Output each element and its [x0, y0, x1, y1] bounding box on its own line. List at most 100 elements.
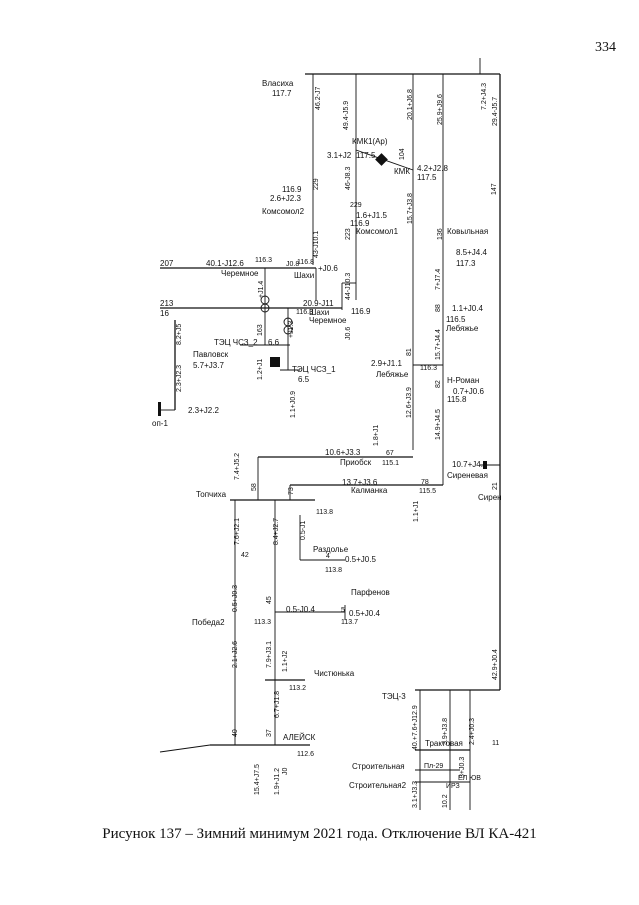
label-flow: 1.2+J1: [257, 359, 264, 380]
label-flow: 2.4+J0.3: [469, 718, 476, 745]
label-n-roman: Н-Роман: [447, 376, 479, 385]
label-number: 40: [232, 729, 239, 737]
label-voltage: 117.5: [356, 151, 376, 160]
label-flow: 0.5+J0.3: [232, 585, 239, 612]
label-voltage: 116.8: [297, 259, 314, 266]
label-voltage: 117.5: [417, 173, 437, 182]
label-flow: 29.4-J5.7: [492, 97, 499, 126]
label-voltage: 116.3: [255, 257, 272, 264]
label-flow: 8.2+J5: [176, 324, 183, 345]
label-flow: 7.4+J5.2: [234, 453, 241, 480]
label-voltage: 112.6: [297, 751, 314, 758]
label-node: ИРЗ: [446, 783, 460, 790]
label-number: 104: [399, 148, 406, 160]
label-flow: 8.5+J4.4: [456, 248, 487, 257]
label-parfenovo: Парфенов: [351, 588, 390, 597]
label-flow: +J1.3: [288, 321, 295, 338]
label-komsomol1: Комсомол1: [356, 227, 399, 236]
label-flow: 15.7+J4.4: [435, 329, 442, 360]
label-number: 163: [257, 324, 264, 336]
label-voltage: 113.8: [325, 567, 342, 574]
label-voltage: 6.5: [298, 375, 310, 384]
label-flow: 2.9+J1.1: [371, 359, 402, 368]
label-number: 136: [437, 228, 444, 240]
label-vlasiha-voltage: 117.7: [272, 89, 292, 98]
label-flow: 7.2+J4.3: [481, 83, 488, 110]
label-voltage: 113.3: [254, 619, 271, 626]
label-flow: 2.3+J2.3: [176, 365, 183, 392]
label-flow: 15.4+J7.5: [254, 764, 261, 795]
label-flow: 7+J7.4: [435, 269, 442, 290]
label-number: Пл-29: [424, 763, 443, 770]
label-priobsk: Приобск: [340, 458, 372, 467]
label-number: 11: [492, 740, 499, 747]
label-flow: 25.9+J9.6: [437, 94, 444, 125]
label-flow: 7.9+J3.1: [266, 641, 273, 668]
label-number: 42: [241, 552, 249, 559]
label-number: 82: [435, 380, 442, 388]
label-flow: 0.5+J0.4: [349, 609, 380, 618]
figure-caption: Рисунок 137 – Зимний минимум 2021 года. …: [102, 826, 537, 842]
label-number: J0: [282, 768, 289, 776]
label-flow: 14.9+J4.5: [435, 409, 442, 440]
op1-node: [158, 402, 161, 416]
label-flow: 43-J10.1: [313, 231, 320, 258]
transformer-b: [260, 303, 270, 313]
label-sirenevaya2: Сирен: [478, 493, 502, 502]
label-stroitelnaya: Строительная: [352, 762, 405, 771]
label-flow: 12.6+J3.9: [406, 387, 413, 418]
label-flow: 1.9+J1.2: [274, 768, 281, 795]
label-op1: оп-1: [152, 419, 168, 428]
label-tec3: ТЭЦ-3: [382, 692, 406, 701]
label-kmk: КМК: [394, 167, 410, 176]
label-sirenevaya: Сиреневая: [447, 471, 488, 480]
label-flow: 6.7+J1.8: [274, 691, 281, 718]
label-flow: +J1.4: [258, 281, 265, 298]
label-flow: 3.9+J3.8: [442, 718, 449, 745]
label-flow: 2.1+J2.6: [232, 641, 239, 668]
label-flow: 49.4-J5.9: [343, 101, 350, 130]
label-flow: 7.6+J2.1: [234, 518, 241, 545]
label-number: 21: [492, 482, 499, 490]
label-number: 147: [491, 183, 498, 195]
label-razdolye: Раздолье: [313, 545, 349, 554]
label-kalmanka: Калманка: [351, 486, 388, 495]
label-voltage: 115.5: [419, 488, 436, 495]
label-flow: 3.1+J3.3: [412, 781, 419, 808]
label-flow: 1.1+J0.9: [290, 391, 297, 418]
kmk1-node: [375, 153, 388, 166]
label-flow: 0.7+J0.6: [453, 387, 484, 396]
label-aleysk: АЛЕЙСК: [283, 733, 316, 742]
label-chistyunka: Чистюнька: [314, 669, 355, 678]
label-flow: 10.6+J3.3: [325, 448, 361, 457]
label-flow: 44-J10.3: [345, 273, 352, 300]
label-flow: 46-J8.3: [345, 167, 352, 190]
label-number: 229: [313, 178, 320, 190]
label-tec-ches2: ТЭЦ ЧСЗ_2: [214, 338, 258, 347]
label-flow: 10.2: [442, 794, 449, 808]
transformer-d: [283, 325, 293, 335]
label-number: 213: [160, 299, 174, 308]
label-number: 37: [266, 729, 273, 737]
label-flow: 3.1+J2: [327, 151, 352, 160]
tec1-generator: [270, 357, 280, 367]
label-flow: 1.1+J2: [282, 651, 289, 672]
label-number: 5: [341, 607, 345, 614]
label-flow: 10.7+J4.6: [452, 460, 488, 469]
label-voltage: 113.7: [341, 619, 358, 626]
label-voltage: 116.9: [351, 307, 371, 316]
label-voltage: 113.2: [289, 685, 306, 692]
label-number: 81: [406, 348, 413, 356]
label-flow: 3+J0.3: [459, 757, 466, 778]
label-flow: 15.7+J3.8: [407, 193, 414, 224]
label-flow: 40.1-J12.6: [206, 259, 244, 268]
labels: Власиха 117.7 46.2-J7 49.4-J5.9 20.1+J6.…: [152, 79, 502, 808]
label-flow: 20.9-J11: [303, 299, 334, 308]
label-kmk1: КМК1(Ар): [352, 137, 388, 146]
label-number: 78: [421, 479, 429, 486]
label-flow: 8.4+J2.7: [273, 518, 280, 545]
bus-lines: [159, 58, 501, 810]
label-voltage: 116.3: [420, 365, 437, 372]
label-flow: 13.7+J3.6: [342, 478, 378, 487]
label-number: 16: [160, 309, 169, 318]
